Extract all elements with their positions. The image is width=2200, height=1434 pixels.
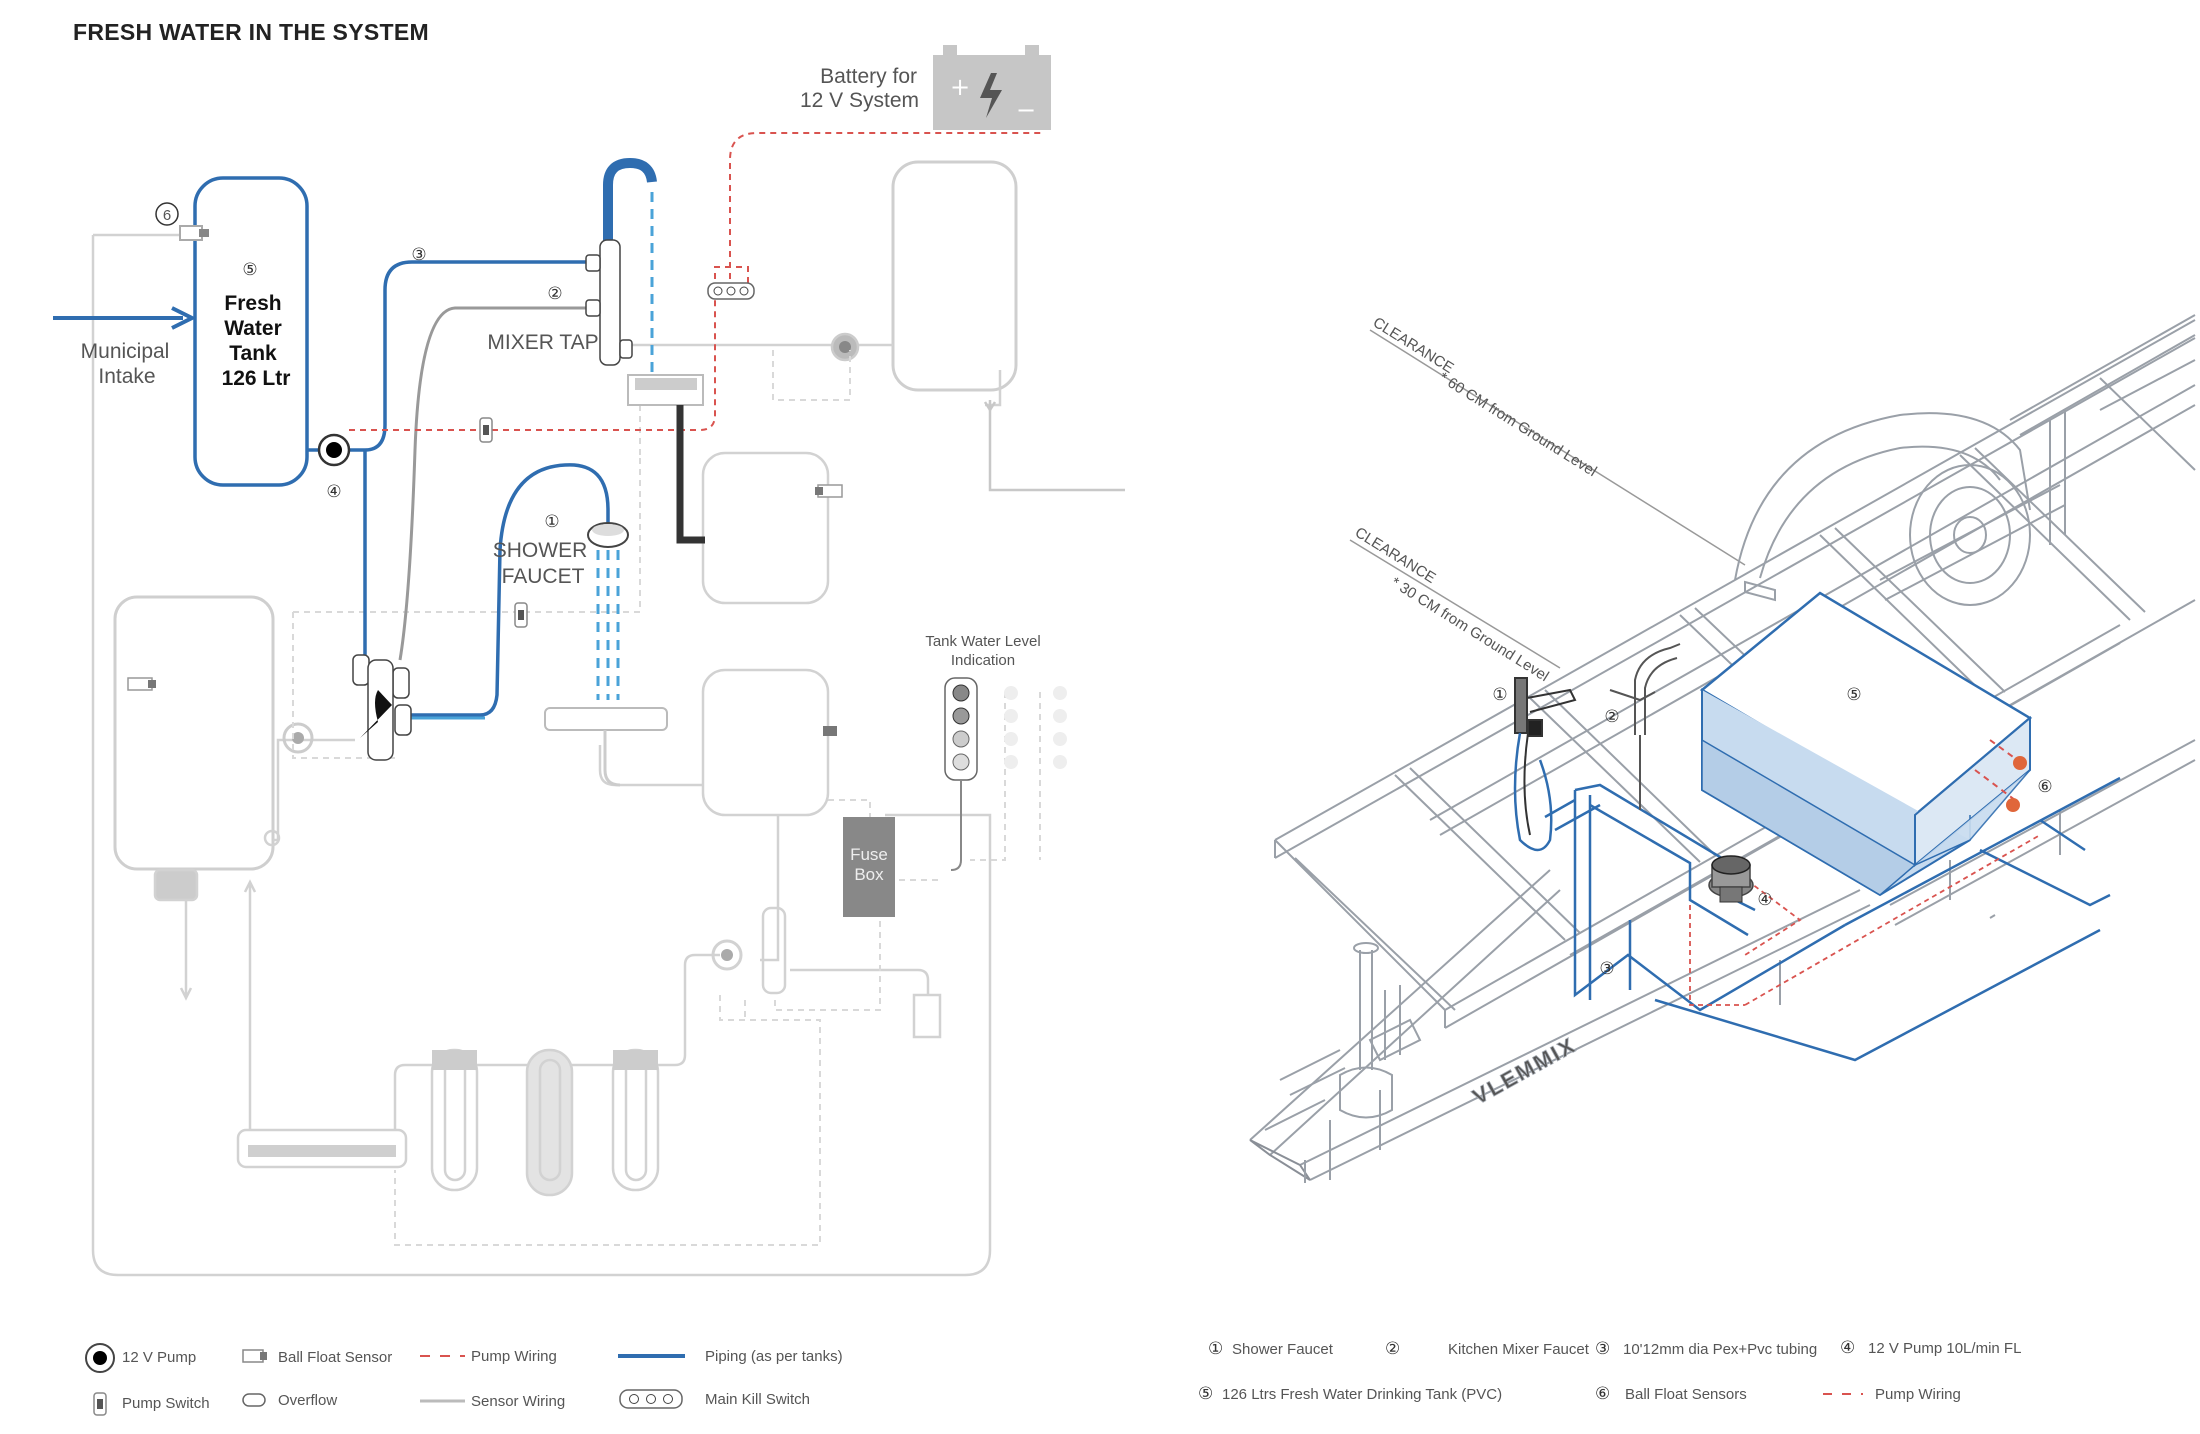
legend-overflow-label: Overflow xyxy=(278,1392,337,1409)
legend-overflow-icon xyxy=(242,1393,266,1407)
tank-label-line2: Water xyxy=(224,317,282,340)
mixer-tap-label: MIXER TAP xyxy=(487,331,598,354)
marker-1-left: ① xyxy=(544,512,559,531)
tank-label-line3: Tank xyxy=(229,342,277,365)
marker-2-left: ② xyxy=(547,284,562,303)
marker-2-right: ② xyxy=(1604,707,1619,726)
lightning-icon xyxy=(980,73,1002,118)
legend-sensor-wiring-label: Sensor Wiring xyxy=(471,1393,565,1410)
fuse-box xyxy=(843,817,895,917)
legend-r-num3: ③ xyxy=(1595,1339,1610,1358)
pump-wiring xyxy=(349,132,1045,431)
marker-4-left: ④ xyxy=(326,482,341,501)
legend-piping-label: Piping (as per tanks) xyxy=(705,1348,843,1365)
marker-3-left: ③ xyxy=(411,245,426,264)
legend-pump-label: 12 V Pump xyxy=(122,1349,196,1366)
ball-float-sensor-grey-tip xyxy=(148,680,156,688)
mixer-tap xyxy=(585,157,657,375)
battery: + − xyxy=(933,45,1051,130)
kill-switch-contact-3 xyxy=(739,286,749,296)
kitchen-sink-basin xyxy=(635,378,697,390)
battery-label-line2: 12 V System xyxy=(800,89,919,112)
shower-tray xyxy=(544,707,668,731)
marker-6-right: ⑥ xyxy=(2037,777,2052,796)
iso-fresh-water-tank xyxy=(1699,591,2033,897)
ball-float-sensor-mid xyxy=(823,726,837,736)
legend-pump-switch-label: Pump Switch xyxy=(122,1395,210,1412)
legend-r-item5: 126 Ltrs Fresh Water Drinking Tank (PVC) xyxy=(1222,1386,1502,1403)
iso-kitchen-mixer xyxy=(1609,643,1681,810)
clearance-label-1-sub: * 60 CM from Ground Level xyxy=(1436,369,1600,480)
legend-left: 12 V Pump Ball Float Sensor Pump Wiring … xyxy=(85,1343,843,1416)
legend-r-num6: ⑥ xyxy=(1595,1384,1610,1403)
legend-r-item6: Ball Float Sensors xyxy=(1625,1386,1747,1403)
marker-6-circle xyxy=(155,202,179,226)
kill-switch-contact-2 xyxy=(726,286,736,296)
marker-6-left: 6 xyxy=(163,207,171,224)
legend-r-num4: ④ xyxy=(1840,1338,1855,1357)
ball-float-sensor-tank xyxy=(179,225,203,241)
pump-switch-shower-lever xyxy=(518,610,524,620)
kill-switch-contact-1 xyxy=(713,286,723,296)
marker-5-left: ⑤ xyxy=(242,260,257,279)
legend-r-item7: Pump Wiring xyxy=(1875,1386,1961,1403)
grey-sensor-pipe xyxy=(398,306,590,661)
legend-kill-switch-label: Main Kill Switch xyxy=(705,1391,810,1408)
main-kill-switch xyxy=(707,282,755,300)
clearance-label-2-sub: * 30 CM from Ground Level xyxy=(1388,574,1552,685)
marker-5-right: ⑤ xyxy=(1846,685,1861,704)
fuse-box-label-line2: Box xyxy=(854,865,884,884)
legend-pump-wiring-label: Pump Wiring xyxy=(471,1348,557,1365)
marker-4-right: ④ xyxy=(1757,890,1772,909)
legend-right: ① Shower Faucet ② Kitchen Mixer Faucet ③… xyxy=(1198,1338,2021,1403)
iso-pump-wiring xyxy=(1689,834,2041,1006)
municipal-intake-arrow xyxy=(53,306,197,330)
sink-drain-pipe xyxy=(676,405,705,544)
shower-faucet xyxy=(587,522,629,700)
tank-label-line1: Fresh xyxy=(224,292,281,315)
blue-piping xyxy=(307,260,610,717)
shower-label-line2: FAUCET xyxy=(502,565,585,588)
ball-float-sensor-black-tip xyxy=(815,487,823,495)
valve-assembly xyxy=(352,654,412,761)
marker-1-right: ① xyxy=(1492,685,1507,704)
legend-r-item3: 10'12mm dia Pex+Pvc tubing xyxy=(1623,1341,1817,1358)
clearance-label-1: CLEARANCE xyxy=(1370,314,1457,377)
municipal-label-line1: Municipal xyxy=(81,340,170,363)
shower-drain xyxy=(603,730,621,787)
fuse-box-label-line1: Fuse xyxy=(850,845,888,864)
iso-shower-faucet xyxy=(1513,677,1577,852)
fresh-water-tank xyxy=(193,176,309,487)
svg-text:−: − xyxy=(1016,96,1036,124)
legend-r-num2: ② xyxy=(1385,1339,1400,1358)
legend-r-num5: ⑤ xyxy=(1198,1384,1213,1403)
svg-text:+: + xyxy=(950,73,970,101)
tank-level-label-line2: Indication xyxy=(951,652,1015,669)
shower-label-line1: SHOWER xyxy=(493,539,588,562)
legend-r-item1: Shower Faucet xyxy=(1232,1341,1334,1358)
brand-text: VLEMMIX xyxy=(1468,1032,1580,1109)
tank-label-line4: 126 Ltr xyxy=(222,367,291,390)
municipal-label-line2: Intake xyxy=(98,365,155,388)
legend-r-item4: 12 V Pump 10L/min FL xyxy=(1868,1340,2021,1357)
pump-12v-core xyxy=(326,442,342,458)
battery-label-line1: Battery for xyxy=(820,65,917,88)
iso-pump xyxy=(1708,855,1754,903)
tank-level-indicator xyxy=(944,677,1067,871)
legend-ball-float-label: Ball Float Sensor xyxy=(278,1349,392,1366)
marker-3-right: ③ xyxy=(1599,959,1614,978)
legend-r-num1: ① xyxy=(1208,1339,1223,1358)
diagram-title: FRESH WATER IN THE SYSTEM xyxy=(73,19,429,45)
legend-r-item2: Kitchen Mixer Faucet xyxy=(1448,1341,1590,1358)
ball-float-sensor-tip xyxy=(199,229,209,237)
pump-switch-main-lever xyxy=(483,425,489,435)
tank-level-label-line1: Tank Water Level xyxy=(925,633,1040,650)
background-system xyxy=(91,160,1125,1277)
